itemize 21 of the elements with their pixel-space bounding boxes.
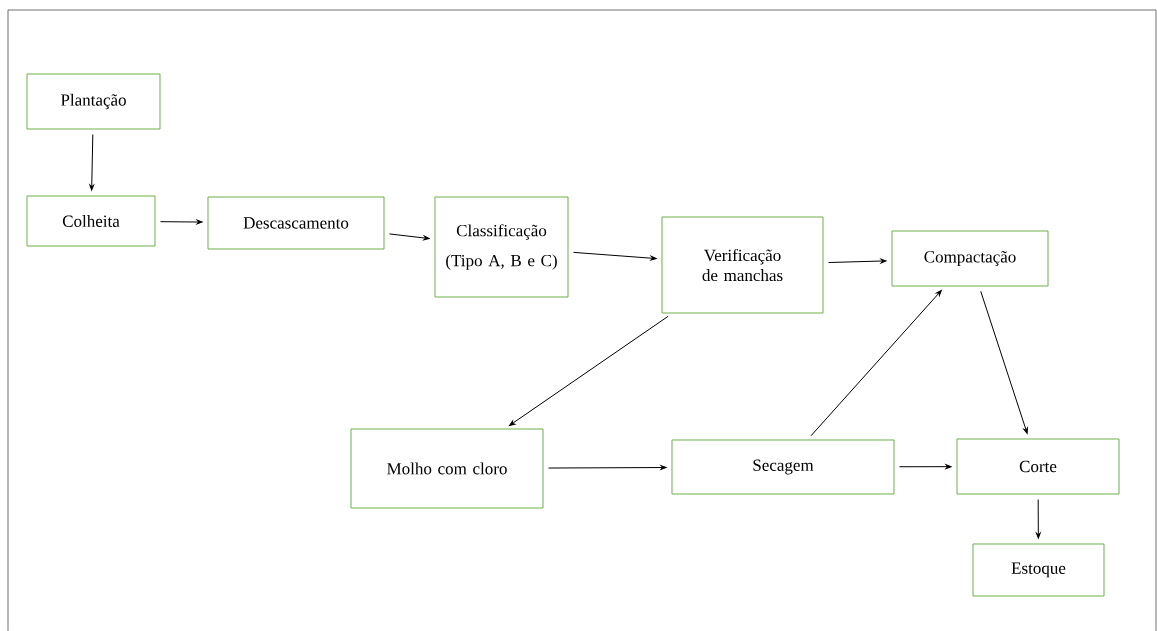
- arrow: [899, 464, 952, 470]
- process-box: Compactação: [891, 230, 1049, 287]
- arrow: [980, 290, 1028, 434]
- process-box: Molho com cloro: [350, 428, 544, 509]
- process-box: Plantação: [26, 73, 161, 130]
- arrow: [573, 251, 657, 261]
- arrow: [1035, 499, 1041, 539]
- arrow: [509, 315, 669, 426]
- process-box: Verificação de manchas: [661, 216, 824, 314]
- arrow: [89, 134, 95, 191]
- process-box: Descascamento: [207, 196, 385, 250]
- process-box: Estoque: [972, 543, 1105, 597]
- process-box: Colheita: [26, 195, 156, 247]
- arrow: [388, 233, 430, 241]
- process-box: Corte: [956, 438, 1120, 495]
- arrow: [828, 258, 887, 264]
- process-box: Classificação (Tipo A, B e C): [434, 196, 569, 298]
- process-box: Secagem: [671, 439, 895, 495]
- arrow: [548, 465, 667, 470]
- arrow: [810, 290, 942, 437]
- arrow: [160, 219, 203, 225]
